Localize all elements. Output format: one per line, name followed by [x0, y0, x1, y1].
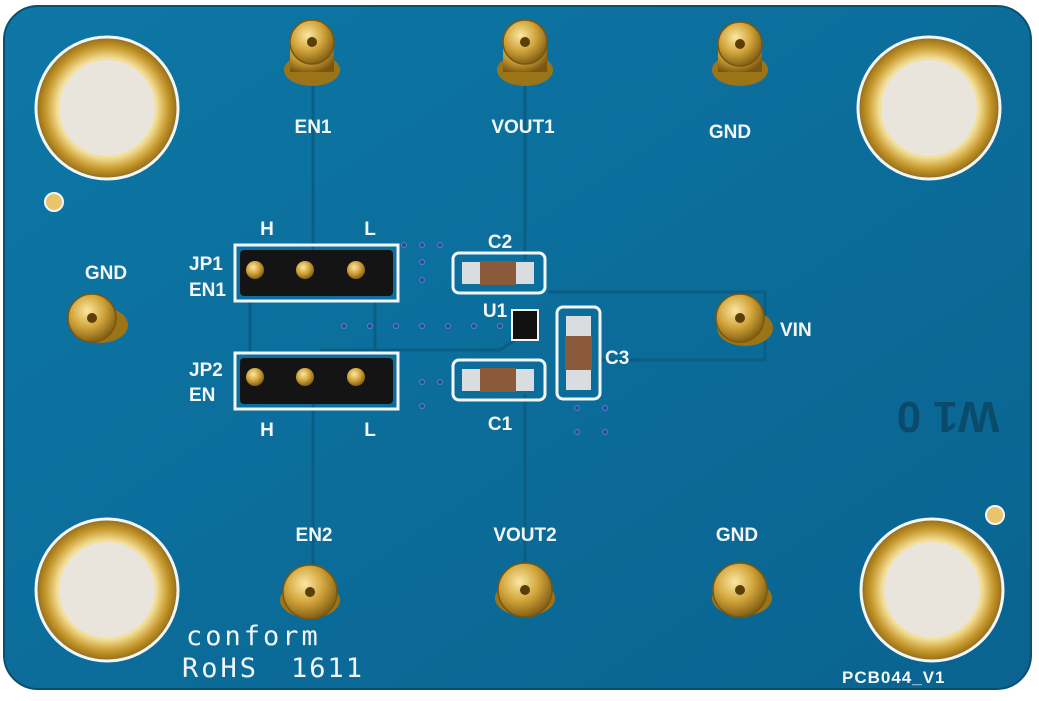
- label-c1: C1: [488, 414, 513, 435]
- label-en1: EN1: [295, 117, 332, 138]
- capacitor-c3: [555, 305, 602, 401]
- capacitor-c2: [451, 251, 547, 295]
- label-jp1-sub: EN1: [189, 280, 226, 301]
- jumper-header-jp2[interactable]: [233, 351, 400, 411]
- label-l-top: L: [364, 219, 376, 240]
- label-l-bottom: L: [364, 420, 376, 441]
- jumper-header-jp1[interactable]: [233, 243, 400, 303]
- test-pin-vout1[interactable]: [497, 19, 553, 86]
- test-pin-gnd-bottom[interactable]: [712, 562, 772, 618]
- label-conform: conform: [186, 621, 321, 652]
- label-rohs-code: 1611: [291, 653, 364, 684]
- test-pin-en1[interactable]: [284, 19, 340, 86]
- mirrored-marking: W1 0: [897, 392, 1000, 441]
- label-h-top: H: [260, 219, 274, 240]
- label-h-bottom: H: [260, 420, 274, 441]
- label-pcb-id: PCB044_V1: [842, 668, 946, 687]
- label-jp2: JP2: [189, 360, 223, 381]
- capacitor-c1: [451, 358, 547, 402]
- label-vin: VIN: [780, 320, 812, 341]
- label-en2: EN2: [296, 525, 333, 546]
- test-pin-vout2[interactable]: [495, 562, 555, 618]
- pcb-board: [3, 5, 1032, 690]
- svg-text:W1 0: W1 0: [897, 392, 1000, 441]
- fiducial-left: [44, 192, 64, 212]
- via-array: [341, 242, 608, 435]
- test-pin-gnd-top[interactable]: [712, 21, 768, 86]
- label-c3: C3: [605, 348, 629, 369]
- label-jp2-sub: EN: [189, 385, 215, 406]
- label-u1: U1: [483, 301, 508, 322]
- label-vout2: VOUT2: [493, 525, 556, 546]
- label-gnd-left: GND: [85, 263, 127, 284]
- label-rohs: RoHS: [182, 653, 259, 684]
- mounting-hole-top-left: [34, 35, 180, 181]
- traces: [248, 85, 767, 590]
- label-gnd-top: GND: [709, 122, 751, 143]
- label-gnd-bottom: GND: [716, 525, 758, 546]
- regulator-u1: [511, 309, 539, 341]
- test-pin-en2[interactable]: [280, 564, 340, 620]
- mounting-hole-bottom-left: [34, 517, 180, 663]
- mounting-hole-bottom-right: [859, 517, 1005, 663]
- test-pin-gnd-left[interactable]: [67, 293, 128, 343]
- mounting-hole-top-right: [856, 35, 1002, 181]
- label-jp1: JP1: [189, 254, 223, 275]
- test-pin-vin[interactable]: [715, 293, 773, 346]
- label-vout1: VOUT1: [491, 117, 555, 138]
- fiducial-right: [985, 505, 1005, 525]
- label-c2: C2: [488, 232, 512, 253]
